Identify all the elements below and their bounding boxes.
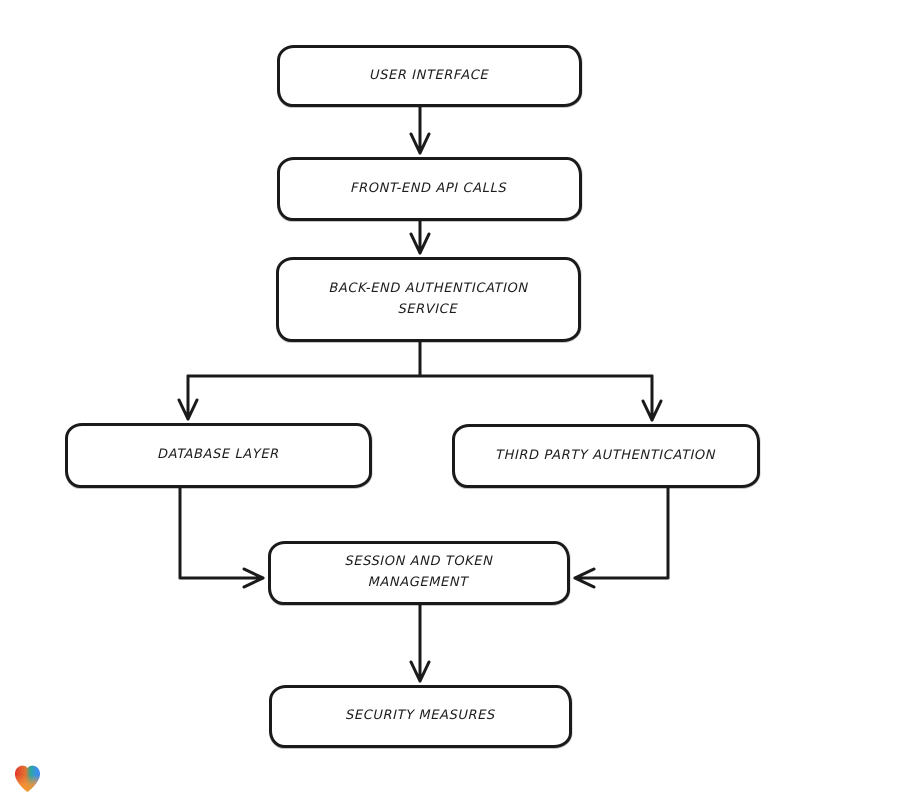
node-label: SESSION AND TOKEN MANAGEMENT [345, 554, 494, 590]
node-user-interface: USER INTERFACE [277, 45, 582, 107]
node-label: THIRD PARTY AUTHENTICATION [495, 447, 717, 463]
node-label: DATABASE LAYER [157, 447, 280, 463]
node-security-measures: SECURITY MEASURES [269, 685, 572, 748]
node-label: BACK-END AUTHENTICATION SERVICE [328, 280, 529, 317]
node-third-party-authentication: THIRD PARTY AUTHENTICATION [452, 424, 760, 488]
node-label: USER INTERFACE [369, 67, 490, 83]
node-database-layer: DATABASE LAYER [65, 423, 372, 488]
node-label: SECURITY MEASURES [345, 708, 496, 724]
eraser-heart-logo-icon[interactable] [10, 761, 45, 796]
node-session-and-token-management: SESSION AND TOKEN MANAGEMENT [268, 541, 570, 605]
node-label: FRONT-END API CALLS [351, 180, 508, 196]
node-back-end-authentication-service: BACK-END AUTHENTICATION SERVICE [276, 257, 581, 342]
node-front-end-api-calls: FRONT-END API CALLS [277, 157, 582, 221]
